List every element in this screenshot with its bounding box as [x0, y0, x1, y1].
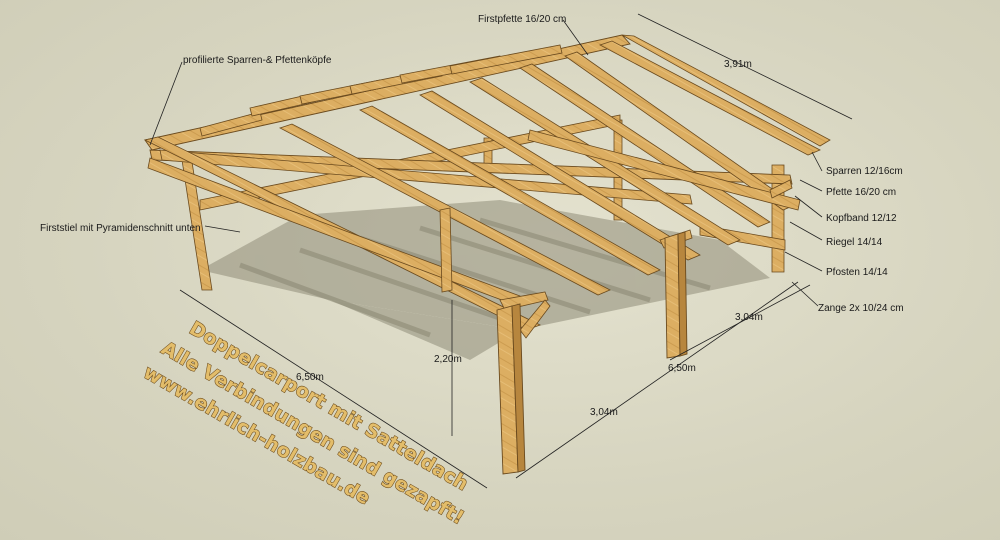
dim-height: 2,20m	[434, 354, 462, 365]
pfette-front	[159, 149, 693, 205]
posts-front	[496, 231, 688, 475]
label-sparrenkoepfe: profilierte Sparren-& Pfettenköpfe	[183, 55, 332, 66]
rafters-back	[199, 44, 563, 137]
watermark-line2: Alle Verbindungen sind gezapft!	[158, 337, 468, 529]
dim-length-front: 6,50m	[296, 372, 324, 383]
dim-span-front: 3,04m	[590, 407, 618, 418]
dimension-lines	[179, 13, 853, 489]
label-firststiel: Firststiel mit Pyramidenschnitt unten	[40, 223, 201, 234]
shadow-stripes	[239, 217, 711, 338]
watermark: Doppelcarport mit Satteldach Alle Verbin…	[139, 317, 472, 530]
firststiel	[439, 207, 453, 293]
label-zange: Zange 2x 10/24 cm	[818, 303, 904, 314]
dim-rafter-length: 3,91m	[724, 59, 752, 70]
dim-span-right: 3,04m	[735, 312, 763, 323]
label-firstpfette: Firstpfette 16/20 cm	[478, 14, 566, 25]
label-kopfband: Kopfband 12/12	[826, 213, 897, 224]
label-riegel: Riegel 14/14	[826, 237, 883, 248]
label-pfette: Pfette 16/20 cm	[826, 187, 896, 198]
dim-length-right: 6,50m	[668, 363, 696, 374]
label-sparren: Sparren 12/16cm	[826, 166, 903, 177]
zange-right	[527, 129, 801, 211]
label-pfosten: Pfosten 14/14	[826, 267, 888, 278]
leader-lines	[149, 19, 823, 307]
